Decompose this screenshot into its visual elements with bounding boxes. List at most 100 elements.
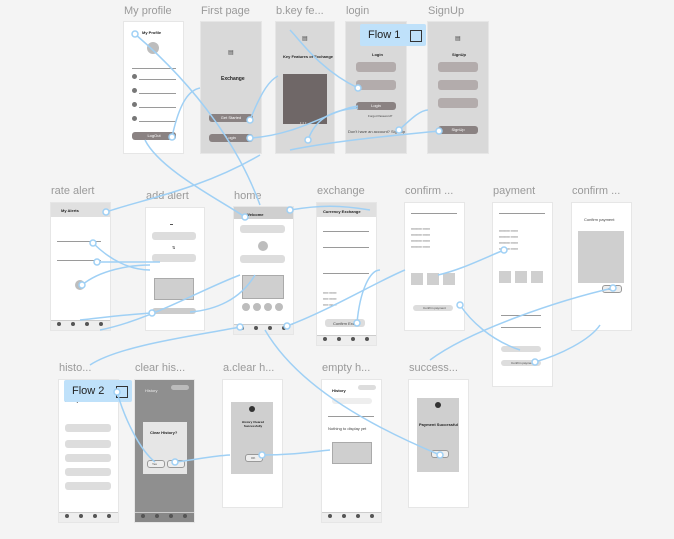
welcome-text: Welcome [246, 212, 264, 217]
divider [132, 68, 176, 69]
alert-row [57, 260, 101, 261]
frame-title-confirm-1[interactable]: confirm ... [405, 185, 454, 197]
dialog-yes-button[interactable] [147, 460, 165, 468]
exchange-icon[interactable] [258, 241, 268, 251]
payment-method-option[interactable] [499, 271, 511, 283]
divider [499, 213, 545, 214]
flow-1-badge[interactable]: Flow 1 [360, 24, 426, 46]
history-item[interactable] [65, 454, 111, 462]
email-field[interactable] [438, 80, 478, 90]
menu-line [139, 107, 176, 108]
frame-title-payment[interactable]: payment [493, 185, 536, 197]
forgot-password-link[interactable]: Forgot Password? [368, 114, 393, 118]
exchange-heading: Currency Exchange [323, 209, 361, 214]
pay-button[interactable] [501, 346, 541, 352]
menu-icon [132, 74, 137, 79]
payment-method-option[interactable] [515, 271, 527, 283]
summary-rows: ━━━ ━━━━ [323, 303, 337, 307]
signup-heading: SignUp [452, 52, 466, 57]
save-alert-button[interactable] [152, 308, 196, 314]
get-started-button[interactable]: Get Started [209, 114, 253, 122]
frame-title-exchange[interactable]: exchange [317, 185, 365, 197]
history-item[interactable] [65, 440, 111, 448]
bottom-nav [59, 512, 118, 522]
details-rows: ━━━━━━ ━━━━ [499, 241, 518, 245]
frame-title-history[interactable]: histo... [59, 362, 92, 374]
form-title: ▬ [170, 222, 173, 226]
logout-button[interactable]: LogOut [132, 132, 176, 140]
frame-title-key-features[interactable]: b.key fe... [276, 5, 324, 17]
password-field[interactable] [438, 98, 478, 108]
signup-submit-button[interactable]: SignUp [438, 126, 478, 134]
name-field[interactable] [438, 62, 478, 72]
alerts-heading: My Alerts [61, 208, 79, 213]
confirm-exchange-button[interactable] [325, 319, 365, 327]
confirm-payment-button[interactable] [501, 360, 541, 366]
login-button[interactable]: Login [209, 134, 253, 142]
frame-add-alert[interactable]: ▬ ⇅ [146, 208, 204, 330]
frame-success[interactable]: Payment Successful OK [409, 380, 468, 507]
frame-exchange[interactable]: Currency Exchange ━━━ ━━━━ ━━━ ━━━━ ━━━ … [317, 203, 376, 345]
password-field[interactable] [356, 80, 396, 90]
frame-title-empty-history[interactable]: empty h... [322, 362, 371, 374]
frame-signup[interactable]: ▤ SignUp SignUp [428, 22, 488, 153]
quick-action-icon[interactable] [242, 303, 250, 311]
frame-payment[interactable]: ━━━━━━ ━━━━ ━━━━━━ ━━━━ ━━━━━━ ━━━━ ━━━━… [493, 203, 552, 386]
payment-method-option[interactable] [531, 271, 543, 283]
frame-clear-history[interactable]: History Clear History? Yes No [135, 380, 194, 522]
header-bar [234, 207, 293, 219]
currency-field[interactable] [152, 232, 196, 240]
amount-field[interactable] [323, 273, 369, 274]
frame-title-confirm-2[interactable]: confirm ... [572, 185, 621, 197]
payment-success-message: Payment Successful [419, 422, 458, 427]
signup-link[interactable]: Don't have an account? Sign Up [348, 129, 406, 134]
summary-rows: ━━━ ━━━━ [323, 291, 337, 295]
clear-history-button[interactable] [171, 385, 189, 390]
flow-2-badge[interactable]: Flow 2 [64, 380, 132, 402]
confirm-payment-button[interactable] [413, 305, 453, 311]
frame-a-clear-history[interactable]: History Cleared Successfully OK [223, 380, 282, 507]
frame-title-success[interactable]: success... [409, 362, 458, 374]
frame-title-clear-history[interactable]: clear his... [135, 362, 186, 374]
frame-first-page[interactable]: ▤ Exchange Get Started Login [201, 22, 261, 153]
swap-icon[interactable]: ⇅ [172, 245, 176, 250]
history-item[interactable] [65, 482, 111, 490]
frame-home[interactable]: Welcome [234, 207, 293, 334]
frame-empty-history[interactable]: History Nothing to display yet [322, 380, 381, 522]
confirm-payment-label: Confirm payment [511, 361, 534, 365]
frame-title-rate-alert[interactable]: rate alert [51, 185, 95, 197]
card-field[interactable] [501, 327, 541, 328]
search-field[interactable] [332, 398, 372, 404]
frame-title-first-page[interactable]: First page [201, 5, 250, 17]
clear-history-button[interactable] [358, 385, 376, 390]
history-item[interactable] [65, 468, 111, 476]
details-rows: ━━━━━━ ━━━━ [499, 247, 518, 251]
quick-action-icon[interactable] [264, 303, 272, 311]
quick-action-icon[interactable] [275, 303, 283, 311]
play-frame-icon[interactable] [410, 30, 422, 42]
login-submit-button[interactable]: Login [356, 102, 396, 110]
exchange-logo-icon: ▤ [302, 36, 308, 42]
payment-method-option[interactable] [443, 273, 455, 285]
history-tabs[interactable] [65, 424, 111, 432]
frame-history[interactable]: History [59, 380, 118, 522]
payment-method-option[interactable] [411, 273, 423, 285]
frame-title-a-clear-history[interactable]: a.clear h... [223, 362, 275, 374]
frame-title-add-alert[interactable]: add alert [146, 190, 189, 202]
bottom-nav [317, 335, 376, 345]
frame-confirm-1[interactable]: ━━━━━━ ━━━━ ━━━━━━ ━━━━ ━━━━━━ ━━━━ ━━━━… [405, 203, 464, 330]
frame-title-my-profile[interactable]: My profile [124, 5, 172, 17]
details-rows: ━━━━━━ ━━━━ [499, 229, 518, 233]
dialog-title: Clear History? [150, 430, 178, 435]
menu-line [139, 79, 176, 80]
from-field[interactable] [323, 231, 369, 232]
frame-title-signup[interactable]: SignUp [428, 5, 465, 17]
username-field[interactable] [356, 62, 396, 72]
menu-icon [132, 88, 137, 93]
frame-title-login[interactable]: login [346, 5, 370, 17]
target-field[interactable] [152, 254, 196, 262]
to-field[interactable] [323, 247, 369, 248]
alert-row [57, 241, 101, 242]
quick-action-icon[interactable] [253, 303, 261, 311]
payment-method-option[interactable] [427, 273, 439, 285]
